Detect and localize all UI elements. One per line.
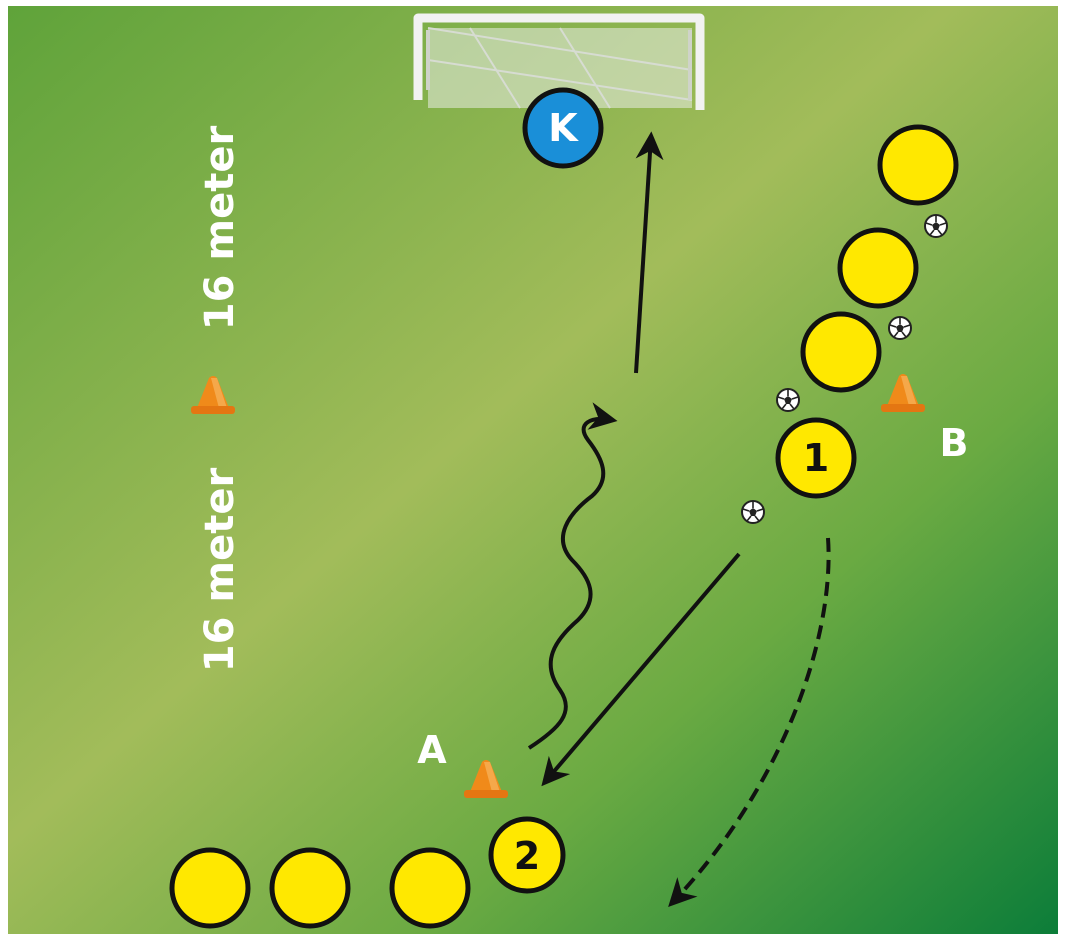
- dribble-arrow: [527, 402, 618, 750]
- goal: [413, 13, 705, 110]
- cone-b-label: B: [940, 421, 969, 465]
- player-queue-b-1: [877, 124, 959, 206]
- player-queue-b-2: [837, 227, 919, 309]
- cone-a-label: A: [417, 728, 447, 772]
- keeper-marker: K: [522, 87, 604, 169]
- ball-icon: [741, 500, 765, 524]
- player-queue-a-1: [169, 847, 251, 929]
- keeper-label: K: [548, 106, 579, 150]
- player-1-label: 1: [803, 436, 829, 480]
- player-1: 1: [775, 417, 857, 499]
- player-queue-a-3: [389, 847, 471, 929]
- player-2: 2: [488, 816, 566, 894]
- ball-icon: [776, 388, 800, 412]
- shot-arrow: [634, 131, 664, 374]
- ball-icon: [888, 316, 912, 340]
- queue-b: [800, 124, 959, 393]
- pass-arrow: [541, 552, 741, 787]
- player-queue-b-3: [800, 311, 882, 393]
- distance-label-bottom: 16 meter: [197, 468, 243, 673]
- ball-icon: [924, 214, 948, 238]
- queue-a: [169, 847, 471, 929]
- player-queue-a-2: [269, 847, 351, 929]
- player-2-label: 2: [514, 834, 540, 878]
- run-arrow: [668, 537, 831, 908]
- distance-label-top: 16 meter: [197, 126, 243, 331]
